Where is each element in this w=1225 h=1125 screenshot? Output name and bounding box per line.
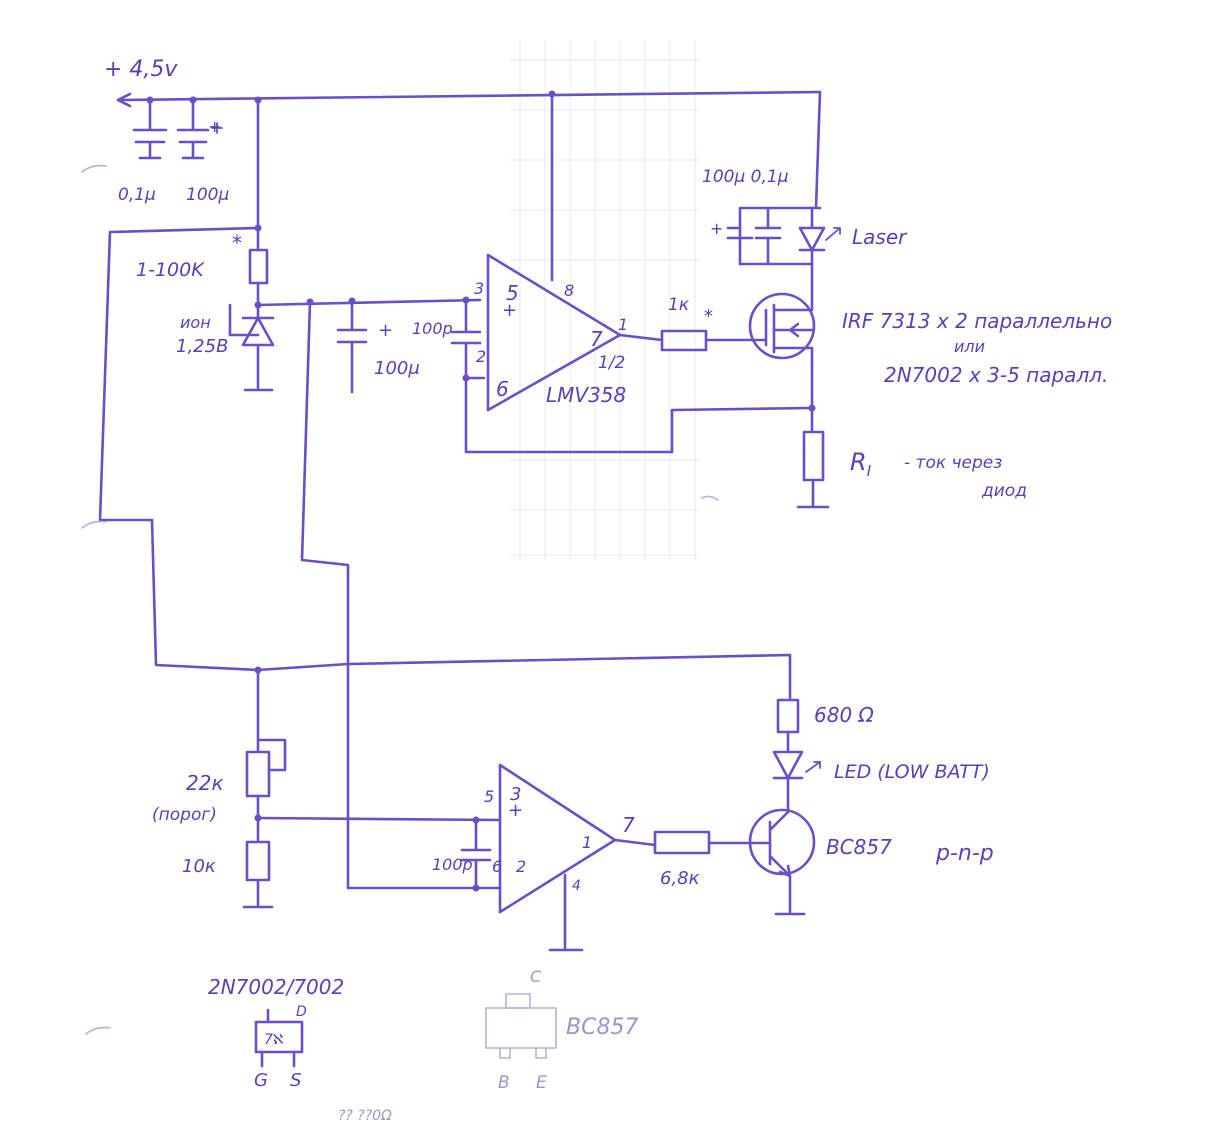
feedback-cap-label: 100p	[412, 319, 453, 338]
ref-star: *	[232, 231, 242, 255]
ion-label: ион	[180, 313, 211, 332]
footprint-drain: D	[296, 1004, 307, 1020]
footprint-mosfet-title: 2N7002/7002	[208, 975, 344, 999]
opamp-bottom-cap: 100p	[432, 855, 473, 874]
opamp-bottom	[498, 763, 754, 952]
footer-faint: ?? ??0Ω	[338, 1108, 392, 1124]
mosfet-footprint	[254, 1008, 304, 1068]
gate-resistor-label: 1к	[668, 295, 690, 315]
opamp-top-plus: +	[502, 300, 517, 321]
bottom-cap	[460, 818, 492, 892]
sense-desc2: диод	[981, 481, 1027, 501]
divider	[242, 668, 502, 909]
filter-cap-label: 100μ	[374, 358, 420, 379]
footprint-source: S	[290, 1070, 301, 1091]
opamp-top	[486, 92, 664, 412]
opamp-top-pin8: 8	[564, 281, 574, 300]
mosfet-line1: IRF 7313 x 2 параллельно	[842, 309, 1112, 333]
supply-rail	[116, 90, 822, 108]
opamp-top-name: LMV358	[546, 383, 626, 407]
gate-resistor	[660, 329, 754, 352]
edge-marks	[81, 164, 719, 1035]
opamp-top-half: 1/2	[598, 353, 625, 373]
footprint-bjt-name: BC857	[566, 1015, 638, 1040]
footprint-base: B	[498, 1073, 510, 1093]
mosfet-line3: 2N7002 x 3-5 паралл.	[884, 363, 1108, 387]
opamp-top-pin2: 2	[476, 347, 486, 366]
ion-voltage: 1,25В	[176, 336, 228, 357]
supply-label: + 4,5v	[104, 57, 178, 82]
bjt-footprint	[485, 993, 557, 1059]
decoupling-caps	[132, 98, 223, 160]
pot-label: 22к	[186, 771, 224, 795]
laser-caps-label: 100μ 0,1μ	[702, 167, 789, 187]
bjt-type: p-n-p	[935, 841, 994, 866]
gate-resistor-star: *	[704, 306, 713, 327]
opamp-bottom-pin6: 6	[492, 857, 502, 876]
opamp-top-pin3: 3	[474, 279, 484, 298]
feedback-loop	[464, 376, 816, 454]
footprint-mosfet-mark: 7ℵ	[264, 1032, 283, 1048]
mosfet-symbol	[748, 292, 816, 360]
pot-note: (порог)	[152, 805, 217, 825]
cap1-label: 0,1μ	[118, 185, 156, 205]
opamp-bottom-plus: +	[508, 800, 523, 821]
sense-desc1: - ток через	[904, 453, 1002, 473]
opamp-top-pin6: 6	[496, 377, 509, 401]
opamp-bottom-pin3: 3	[510, 784, 521, 805]
cap2-label: 100μ	[186, 185, 229, 205]
sense-resistor	[796, 430, 830, 509]
reference-branch	[228, 98, 482, 392]
laser-plus: +	[710, 219, 723, 238]
opamp-top-pin1: 1	[618, 315, 628, 334]
opamp-top-pin7: 7	[590, 327, 603, 351]
footprint-collector: C	[530, 967, 542, 986]
footprint-gate: G	[254, 1070, 268, 1091]
opamp-bottom-pin1: 1	[582, 833, 592, 852]
mosfet-line2: или	[954, 337, 985, 356]
opamp-bottom-pin2: 2	[516, 857, 526, 876]
laser-label: Laser	[852, 225, 908, 249]
grid-paper	[510, 40, 700, 560]
opamp-top-pin5: 5	[506, 281, 519, 305]
led-label: LED (LOW BATT)	[834, 761, 990, 783]
lowbatt-branch	[748, 698, 821, 916]
filter-cap	[336, 299, 368, 394]
sense-name: RI	[850, 448, 872, 480]
res680-label: 680 Ω	[814, 703, 875, 727]
r10k-label: 10к	[182, 856, 216, 877]
opamp-bottom-pin4: 4	[572, 878, 581, 894]
ref-resistor-label: 1-100K	[136, 259, 205, 281]
footprint-emitter: E	[536, 1073, 547, 1093]
filter-plus: +	[378, 320, 393, 341]
bjt-label: BC857	[826, 835, 892, 859]
opamp-bottom-pin5: 5	[484, 787, 494, 806]
laser-branch	[726, 90, 841, 432]
base-res-label: 6,8к	[660, 868, 700, 889]
feedback-cap	[450, 298, 486, 382]
opamp-bottom-pin7: 7	[622, 813, 635, 837]
cap2-plus: +	[208, 117, 221, 136]
